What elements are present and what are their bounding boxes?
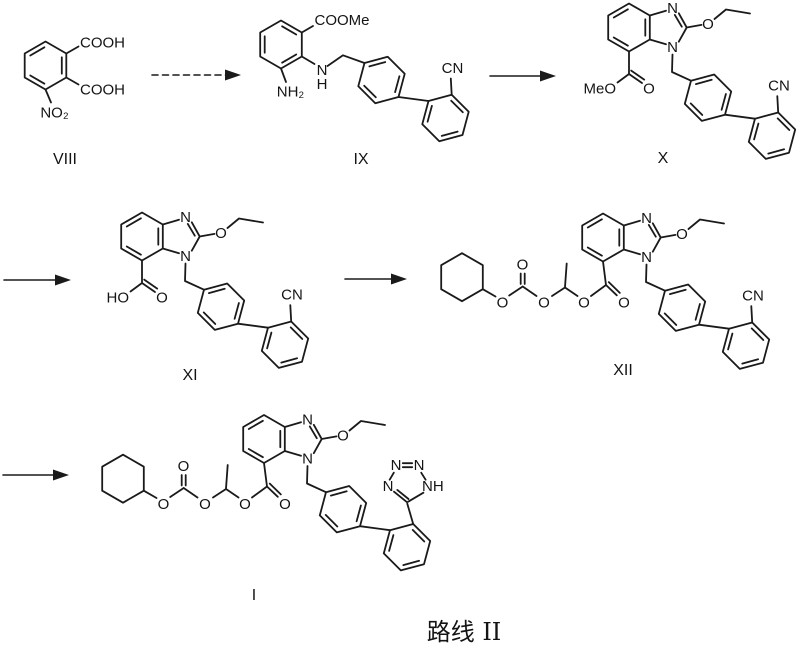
atom-label-cooh-1: COOH: [80, 35, 125, 52]
structure-xii: [441, 210, 769, 369]
benzimidazole-core: [243, 411, 385, 492]
cilexetil-chain: [102, 455, 291, 513]
compound-label-x: X: [658, 150, 669, 167]
compound-labels: VIII IX X XI XII I: [53, 150, 669, 604]
compound-label-i: I: [252, 587, 256, 604]
benzene-ring: [23, 40, 68, 91]
tetrazole-group: [381, 456, 445, 525]
atom-label-amine-n: N: [317, 62, 328, 79]
structure-i: [102, 411, 445, 570]
arrowhead-icon: [225, 69, 241, 81]
atom-label-no2: NO₂: [40, 105, 69, 122]
compound-label-xi: XI: [182, 367, 197, 384]
atom-label-cooh-2: COOH: [80, 82, 125, 99]
atom-label-coome: COOMe: [315, 12, 370, 29]
arrowhead-icon: [540, 70, 556, 82]
benzene-ring: [259, 19, 303, 70]
arrow-to-i: [2, 469, 69, 481]
structure-ix: COOMe N H NH₂: [259, 12, 469, 141]
dashed-arrow-viii-to-ix: [151, 69, 241, 81]
atom-label-nh2: NH₂: [277, 84, 305, 101]
scheme-caption: 路线 II: [427, 618, 502, 646]
methyl-ester-group: [583, 52, 654, 98]
structure-x: [583, 0, 795, 159]
cyanobiphenyl-group: [685, 75, 795, 159]
arrow-ix-to-x: [489, 70, 556, 82]
compound-label-viii: VIII: [53, 151, 77, 168]
arrowhead-icon: [55, 274, 71, 286]
arrowhead-icon: [391, 273, 407, 285]
cyanobiphenyl-group: [659, 285, 769, 369]
arrow-to-xi: [3, 274, 71, 286]
cyanobiphenyl-group: [358, 57, 468, 141]
compound-label-ix: IX: [353, 151, 368, 168]
arrow-xi-to-xii: [344, 273, 407, 285]
structure-xi: [107, 209, 309, 368]
cyanobiphenyl-group: [198, 284, 308, 368]
arrowhead-icon: [53, 469, 69, 481]
benzimidazole-core: [582, 210, 724, 291]
reaction-arrows: [2, 69, 556, 481]
atom-label-amine-h: H: [317, 76, 328, 93]
compound-label-xii: XII: [613, 362, 633, 379]
cilexetil-chain: [441, 253, 630, 311]
structure-viii: COOH COOH NO₂: [23, 35, 125, 122]
carboxylic-acid-group: [107, 261, 168, 307]
